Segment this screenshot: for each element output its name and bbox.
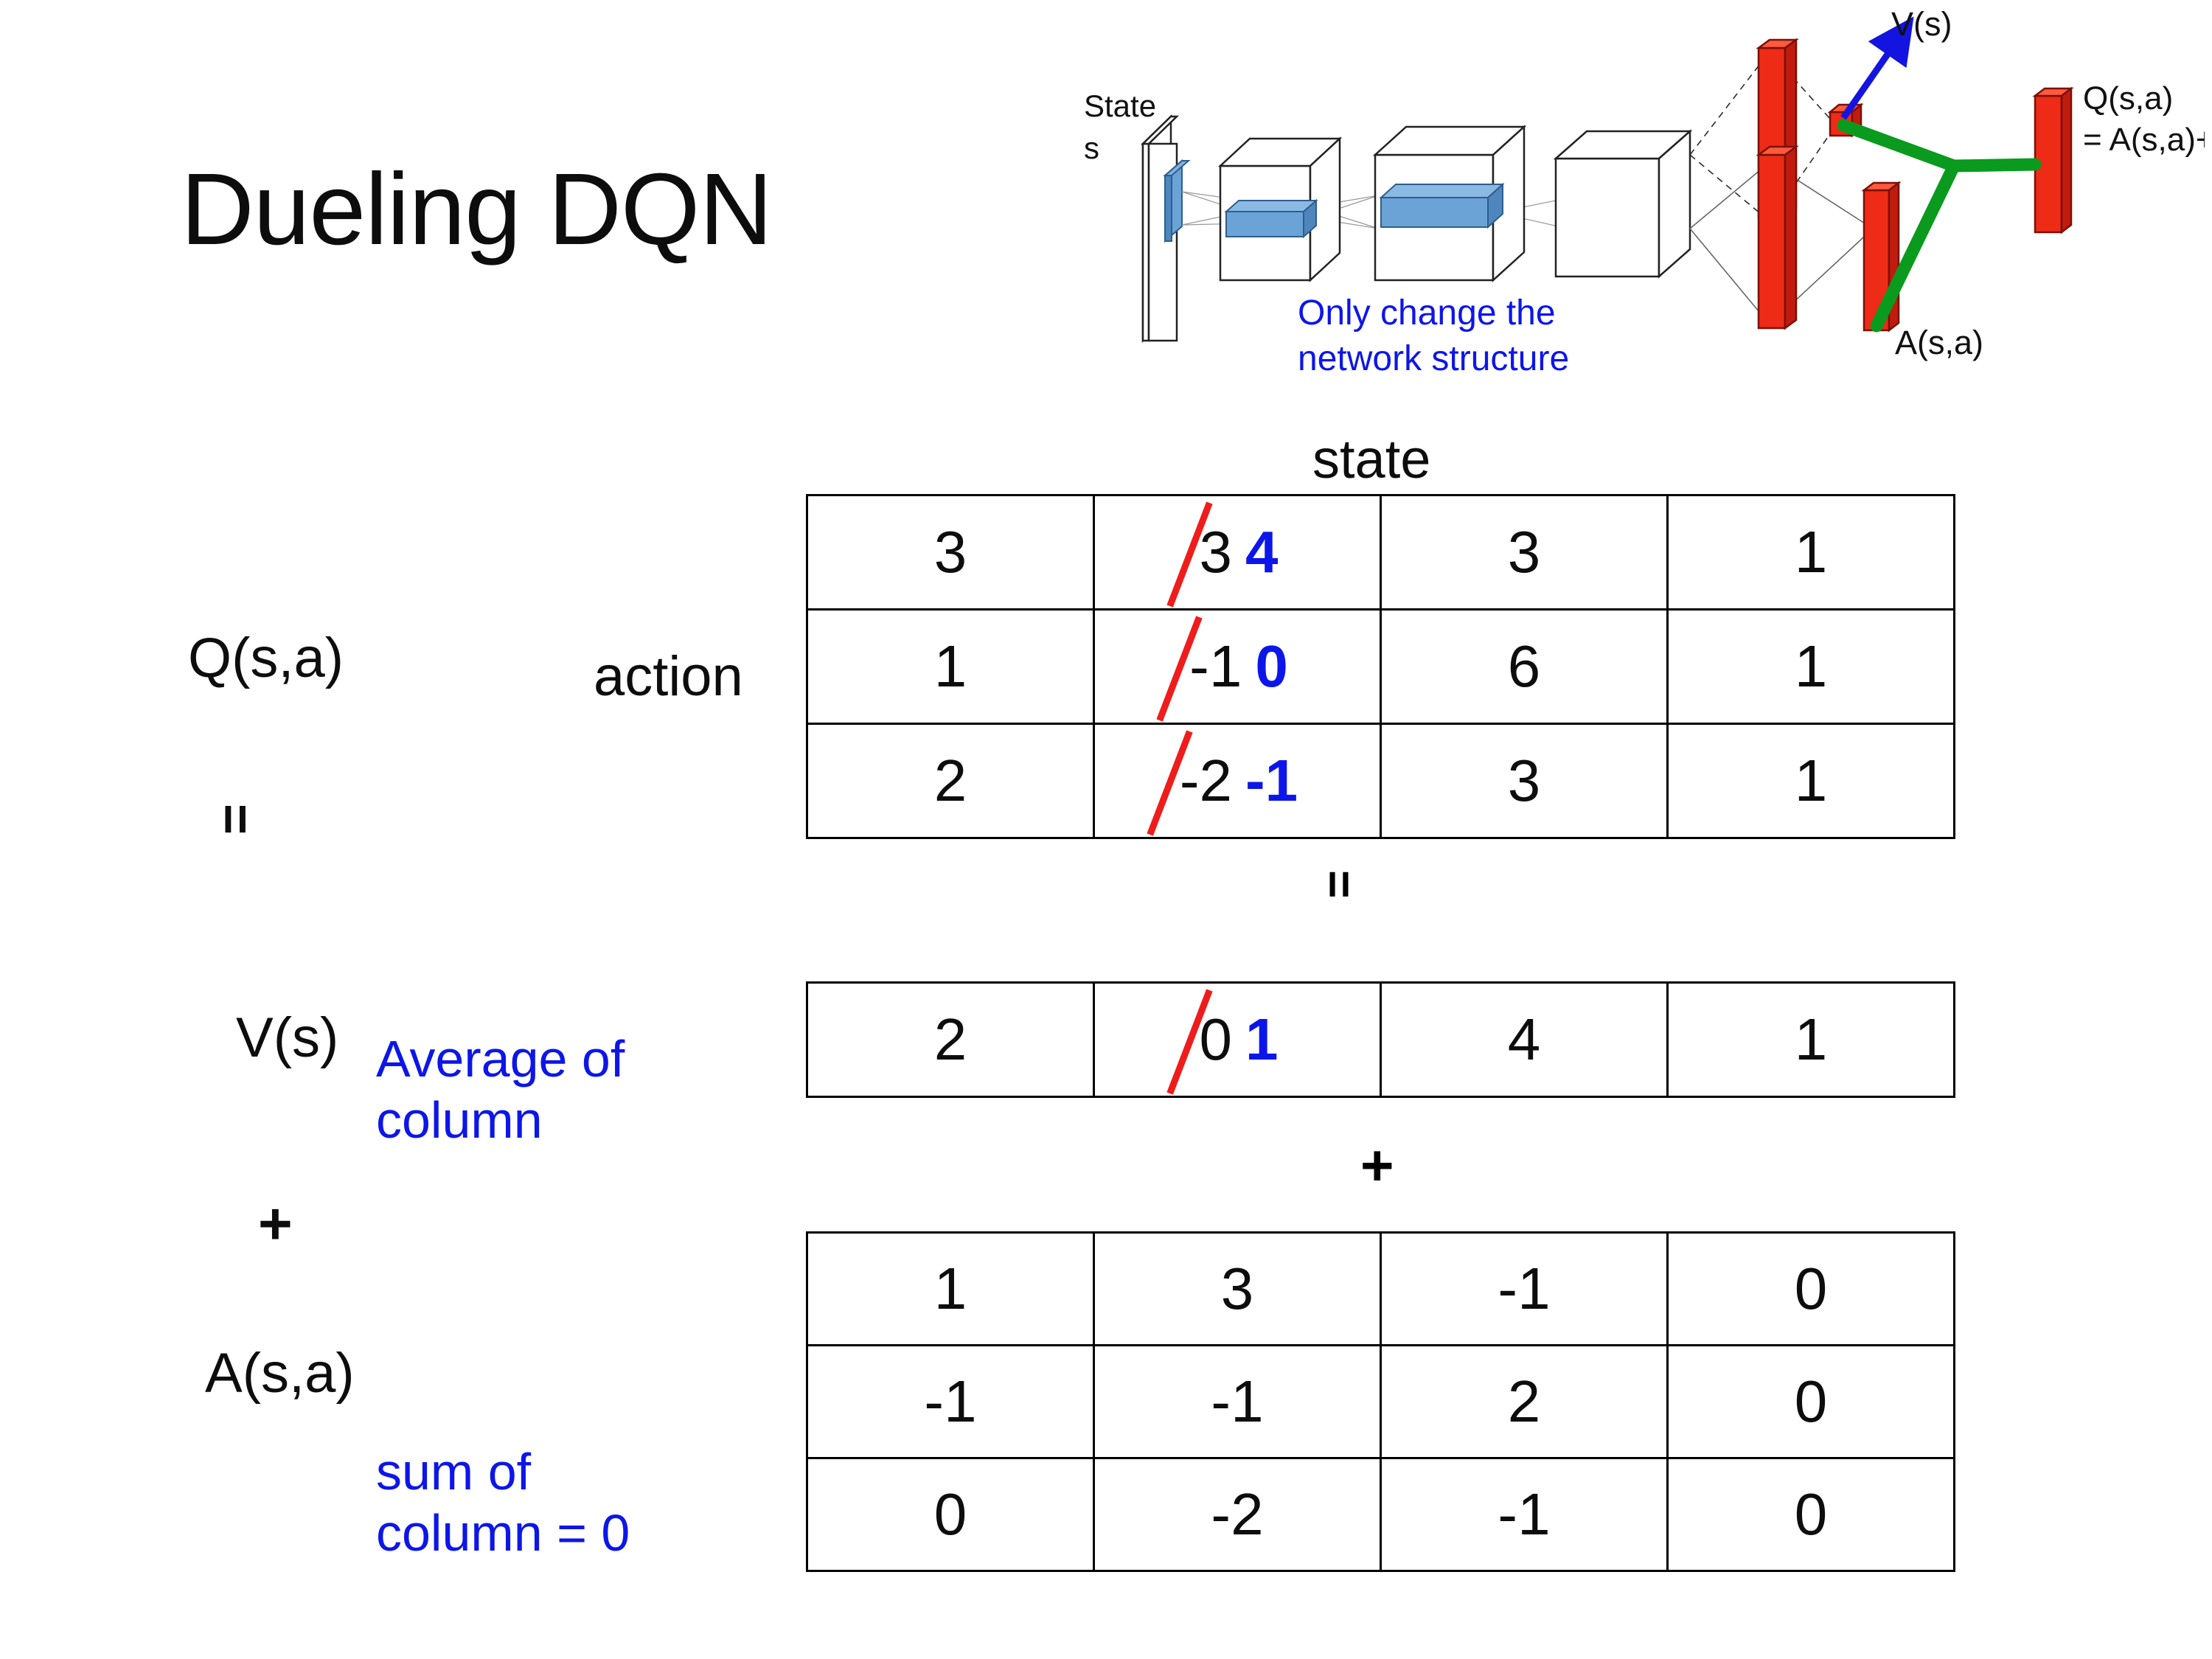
table-cell: 0 — [1666, 1344, 1955, 1459]
equals-sign-between-tables: = — [1312, 870, 1367, 899]
plus-sign-between-tables: + — [1360, 1133, 1394, 1197]
table-cell: 1 — [806, 608, 1095, 725]
struck-old-value: 3 — [1197, 518, 1236, 586]
svg-text:Only change the: Only change the — [1298, 293, 1556, 333]
struck-old-value: -1 — [1186, 633, 1245, 700]
table-cell: 1 — [1666, 608, 1955, 725]
table-cell: 0 — [806, 1457, 1095, 1572]
table-cell: -1 — [806, 1344, 1095, 1459]
table-cell: 0 — [1666, 1457, 1955, 1572]
note-average-line-1: Average of — [376, 1030, 625, 1088]
label-q-function: Q(s,a) — [188, 627, 344, 689]
svg-text:= A(s,a)+V(s): = A(s,a)+V(s) — [2083, 122, 2205, 158]
struck-old-value: 0 — [1197, 1006, 1236, 1074]
table-cell: -2 — [1093, 1457, 1382, 1572]
table-cell: 1 — [1666, 494, 1955, 611]
svg-text:State: State — [1084, 88, 1156, 123]
axis-label-state: state — [1312, 428, 1431, 490]
corrected-new-value: 4 — [1245, 519, 1279, 585]
table-cell: 4 — [1380, 981, 1669, 1098]
struck-old-value: -2 — [1177, 747, 1235, 815]
table-cell: 3 — [806, 494, 1095, 611]
note-sum-line-2: column = 0 — [376, 1503, 630, 1562]
dueling-network-diagram: State s V(s) A(s,a) Q(s,a) = A(s,a)+V(s)… — [1084, 7, 2205, 409]
table-cell: -1 — [1380, 1231, 1669, 1346]
axis-label-action: action — [594, 645, 743, 708]
plus-sign-left: + — [258, 1191, 293, 1256]
note-sum-of-column: sum of column = 0 — [376, 1441, 789, 1563]
table-cell: 1 — [1666, 723, 1955, 839]
table-cell: 3 — [1380, 494, 1669, 611]
svg-text:A(s,a): A(s,a) — [1895, 324, 1983, 361]
table-cell: 2 — [1380, 1344, 1669, 1459]
corrected-new-value: -1 — [1245, 748, 1298, 813]
svg-text:Q(s,a): Q(s,a) — [2083, 80, 2173, 116]
note-average-line-2: column — [376, 1091, 543, 1149]
table-cell: 2 — [806, 981, 1095, 1098]
page-title: Dueling DQN — [181, 153, 773, 266]
note-average-of-column: Average of column — [376, 1029, 759, 1150]
table-cell: 3 — [1093, 1231, 1382, 1346]
table-cell: -1 — [1380, 1457, 1669, 1572]
table-cell: 1 — [806, 1231, 1095, 1346]
table-cell: 6 — [1380, 608, 1669, 725]
table-cell: 0 — [1666, 1231, 1955, 1346]
svg-text:network structure: network structure — [1298, 339, 1569, 378]
table-cell: -2-1 — [1093, 723, 1382, 839]
corrected-new-value: 0 — [1255, 633, 1288, 699]
label-a-function: A(s,a) — [205, 1342, 355, 1405]
table-cell: 3 — [1380, 723, 1669, 839]
corrected-new-value: 1 — [1245, 1006, 1279, 1072]
label-v-function: V(s) — [236, 1006, 339, 1069]
equals-sign-q-decomposition: = — [206, 804, 265, 835]
svg-text:V(s): V(s) — [1891, 7, 1952, 43]
table-cell: 1 — [1666, 981, 1955, 1098]
table-cell: 2 — [806, 723, 1095, 839]
svg-text:s: s — [1084, 131, 1099, 165]
table-cell: -1 — [1093, 1344, 1382, 1459]
note-sum-line-1: sum of — [376, 1443, 532, 1500]
